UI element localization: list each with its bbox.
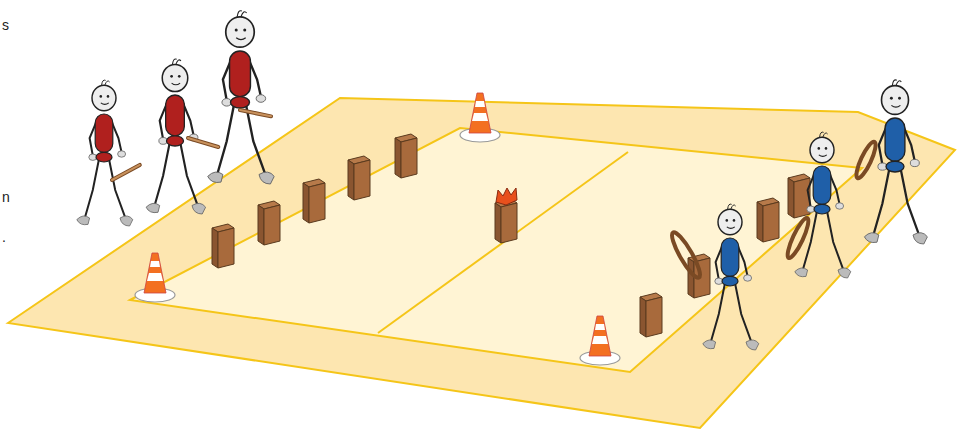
cropped-text: . [2, 230, 6, 244]
cropped-text: s [2, 18, 9, 32]
cropped-text: n [2, 190, 10, 204]
